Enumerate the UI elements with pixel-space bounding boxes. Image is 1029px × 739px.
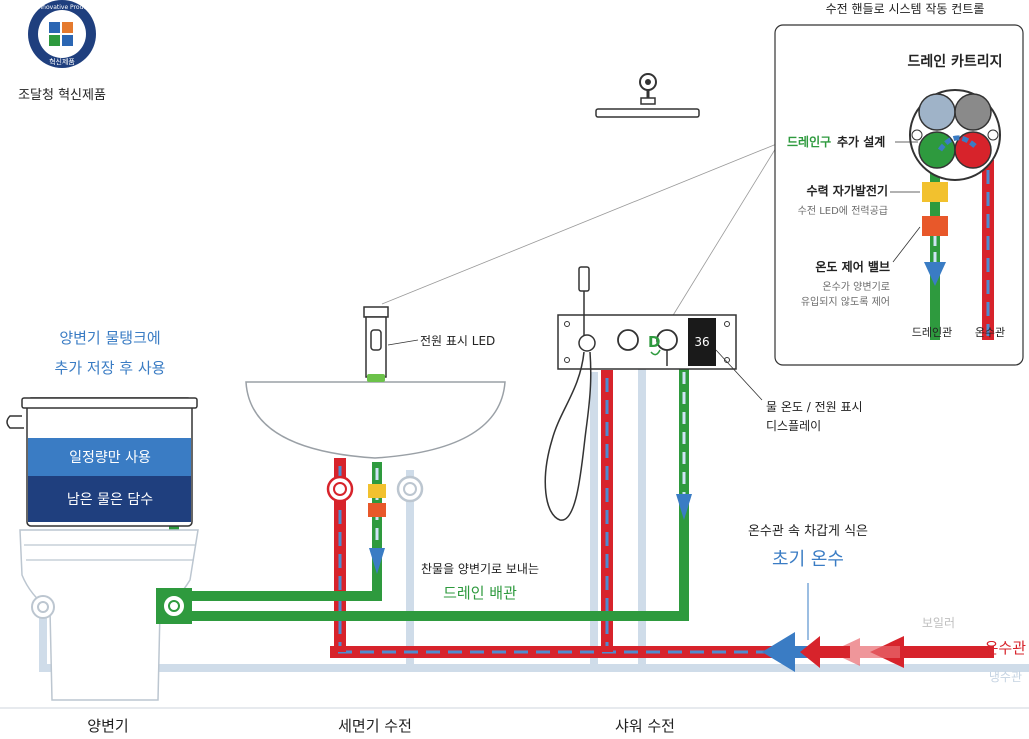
drain-label-line2: 드레인 배관 bbox=[443, 584, 517, 602]
cold-source-label: 냉수관 bbox=[989, 670, 1022, 684]
bottom-label-sink: 세면기 수전 bbox=[338, 717, 412, 735]
valve-block bbox=[368, 503, 386, 517]
sink-hot-valve-icon bbox=[326, 475, 354, 503]
panel-generator-block bbox=[922, 182, 948, 202]
badge-ring-text: K-Innovative Product bbox=[31, 4, 93, 11]
boiler-label: 보일러 bbox=[922, 616, 955, 630]
rain-shower-head bbox=[595, 73, 700, 118]
initial-hot-arrow-icon bbox=[762, 632, 830, 672]
generator-block bbox=[368, 484, 386, 498]
sink-led-indicator bbox=[367, 374, 385, 382]
initial-hot-line1: 온수관 속 차갑게 식은 bbox=[748, 524, 868, 539]
badge-center-text: 혁신제품 bbox=[49, 57, 75, 66]
hot-flow-arrow-icon bbox=[870, 636, 994, 668]
washbasin: 전원 표시 LED bbox=[245, 306, 506, 459]
generator-sub: 수전 LED에 전력공급 bbox=[798, 205, 888, 217]
display-label-line2: 디스플레이 bbox=[766, 419, 821, 433]
sink-led-label: 전원 표시 LED bbox=[420, 334, 495, 348]
toilet: 일정량만 사용 남은 물은 담수 양변기 물탱크에 추가 저장 후 사용 bbox=[6, 329, 199, 701]
innovation-badge: K-Innovative Product 혁신제품 조달청 혁신제품 bbox=[18, 0, 106, 103]
valve-sub2: 유입되지 않도록 제어 bbox=[801, 295, 890, 308]
panel-hot-pipe-label: 온수관 bbox=[975, 326, 1005, 339]
sink-cold-valve-icon bbox=[396, 475, 424, 503]
tank-caption-line1: 양변기 물탱크에 bbox=[59, 329, 160, 347]
drain-arrow-down-icon-2 bbox=[676, 494, 692, 520]
hot-flow-arrow-2-icon bbox=[830, 638, 900, 666]
incoming-flow-arrows bbox=[762, 632, 994, 672]
cartridge-title: 드레인 카트리지 bbox=[907, 53, 1002, 70]
tank-caption-line2: 추가 저장 후 사용 bbox=[55, 359, 166, 377]
hot-flow-arrow-3-icon bbox=[800, 636, 850, 668]
temp-display bbox=[688, 318, 716, 366]
panel-drain-pipe-label: 드레인관 bbox=[912, 326, 952, 339]
tank-band-use: 일정량만 사용 bbox=[69, 450, 151, 466]
tank-band-store: 남은 물은 담수 bbox=[67, 492, 153, 508]
drain-d-icon: D bbox=[648, 333, 660, 351]
drain-add-rest: 추가 설계 bbox=[837, 134, 885, 149]
panel-drain-arrow-icon bbox=[924, 262, 946, 286]
temp-display-value: 36 bbox=[694, 335, 709, 349]
hot-source-label: 온수관 bbox=[985, 639, 1027, 657]
bottom-label-toilet: 양변기 bbox=[87, 717, 128, 735]
control-panel: 수전 핸들로 시스템 작동 컨트롤 드레인 카트리지 드레인구 추가 설계 수력… bbox=[774, 1, 1024, 366]
display-label-line1: 물 온도 / 전원 표시 bbox=[766, 400, 863, 414]
panel-valve-block bbox=[922, 216, 948, 236]
drain-add-green: 드레인구 bbox=[787, 134, 831, 149]
shower-panel: D 36 물 온도 / 전원 표시 디스플레이 bbox=[544, 266, 863, 521]
valve-sub1: 온수가 양변기로 bbox=[822, 281, 890, 293]
initial-hot-line2: 초기 온수 bbox=[772, 549, 844, 570]
panel-title: 수전 핸들로 시스템 작동 컨트롤 bbox=[826, 1, 985, 16]
drain-label-line1: 찬물을 양변기로 보내는 bbox=[421, 561, 539, 576]
valve-title: 온도 제어 밸브 bbox=[815, 259, 890, 274]
generator-title: 수력 자가발전기 bbox=[807, 183, 888, 198]
cartridge-icon bbox=[909, 89, 1001, 181]
leader-to-sink bbox=[381, 142, 780, 305]
bottom-label-shower: 샤워 수전 bbox=[615, 717, 675, 735]
flush-lever-icon bbox=[6, 415, 24, 429]
badge-caption: 조달청 혁신제품 bbox=[18, 88, 106, 103]
leader-to-shower bbox=[663, 142, 780, 331]
drain-arrow-down-icon bbox=[369, 548, 385, 574]
